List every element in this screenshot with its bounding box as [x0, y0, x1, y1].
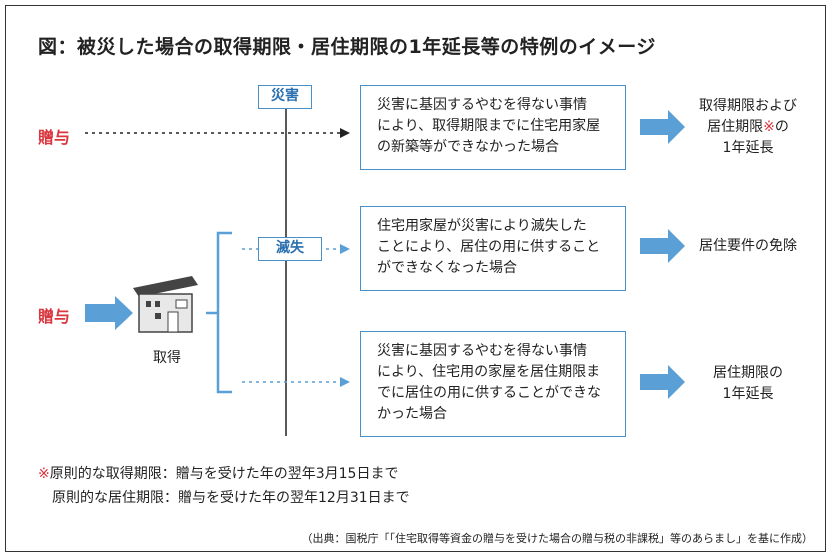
- result-2: 居住要件の免除: [699, 238, 797, 254]
- result-1: 取得期限および 居住期限※の 1年延長: [688, 96, 808, 159]
- condition-box-3: 災害に基因するやむを得ない事情 により、住宅用の家屋を居住期限ま でに居住の用に…: [360, 331, 626, 437]
- box1-line: の新築等ができなかった場合: [377, 139, 559, 155]
- box3-line: かった場合: [377, 406, 447, 422]
- result1-line2b: の: [774, 119, 789, 135]
- result1-line2a: 居住期限: [707, 119, 764, 135]
- box3-line: 災害に基因するやむを得ない事情: [377, 343, 587, 359]
- gift-block-arrow: [85, 296, 133, 330]
- result1-star: ※: [763, 119, 775, 135]
- mid-arrowhead: [340, 244, 350, 254]
- result-arrow-3: [640, 365, 685, 399]
- box1-line: 災害に基因するやむを得ない事情: [377, 97, 587, 113]
- gift-label-mid: 贈与: [38, 307, 71, 326]
- top-arrowhead: [340, 128, 350, 138]
- result-arrow-1: [640, 110, 685, 144]
- result1-line1: 取得期限および: [699, 98, 797, 114]
- bottom-arrowhead: [340, 377, 350, 387]
- house-icon: [133, 276, 198, 333]
- note-1: ※原則的な取得期限：贈与を受けた年の翌年3月15日まで: [38, 463, 398, 483]
- result1-line2: 居住期限※の: [688, 117, 808, 138]
- diagram-frame: [5, 5, 826, 552]
- bracket: [216, 231, 232, 394]
- source-credit: （出典：国税庁「「住宅取得等資金の贈与を受けた場合の贈与税の非課税」等のあらまし…: [301, 532, 814, 545]
- tag-loss: 滅失: [258, 237, 322, 261]
- box3-line: により、住宅用の家屋を居住期限ま: [377, 364, 601, 380]
- result3-line1: 居住期限の: [713, 365, 783, 381]
- result-3: 居住期限の 1年延長: [688, 363, 808, 405]
- box2-line: ことにより、居住の用に供すること: [377, 239, 601, 255]
- condition-box-1: 災害に基因するやむを得ない事情 により、取得期限までに住宅用家屋 の新築等ができ…: [360, 85, 626, 170]
- box2-line: 住宅用家屋が災害により滅失した: [377, 218, 587, 234]
- note1-star: ※: [38, 466, 50, 482]
- box3-line: でに居住の用に供することができな: [377, 385, 601, 401]
- box2-line: ができなくなった場合: [377, 260, 517, 276]
- box1-line: により、取得期限までに住宅用家屋: [377, 118, 601, 134]
- diagram-title: 図：被災した場合の取得期限・居住期限の1年延長等の特例のイメージ: [38, 36, 656, 58]
- gift-label-top: 贈与: [38, 128, 71, 147]
- tag-disaster: 災害: [258, 85, 312, 109]
- result3-line2: 1年延長: [722, 386, 774, 402]
- condition-box-2: 住宅用家屋が災害により滅失した ことにより、居住の用に供すること ができなくなっ…: [360, 206, 626, 291]
- result1-line3: 1年延長: [722, 140, 774, 156]
- note-2: 原則的な居住期限：贈与を受けた年の翌年12月31日まで: [52, 490, 410, 506]
- acquire-label: 取得: [153, 350, 181, 366]
- result-arrow-2: [640, 229, 685, 263]
- note1-text: 原則的な取得期限：贈与を受けた年の翌年3月15日まで: [49, 466, 399, 482]
